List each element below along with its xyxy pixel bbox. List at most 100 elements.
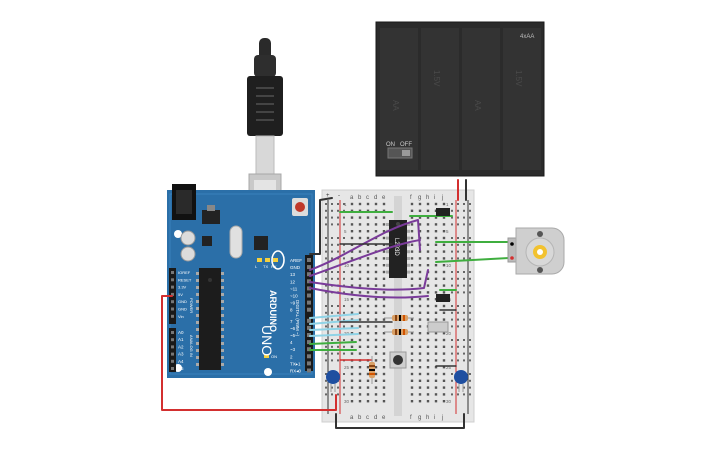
digital-pin-label: 7	[290, 319, 293, 324]
column-letter: g	[418, 415, 421, 421]
analog-pin-label: A3	[178, 352, 184, 357]
rail-sign-minus: -	[338, 193, 340, 199]
wire-cyan-6[interactable]	[309, 319, 359, 325]
column-letter: h	[426, 195, 429, 201]
digital-pin[interactable]	[307, 333, 311, 337]
arduino-uno-board[interactable]: L TX RX ON ARDUINO UNO AREFGND1312~11~10…	[167, 184, 315, 378]
digital-pin[interactable]	[307, 347, 311, 352]
led-rx	[273, 258, 278, 262]
cell-mark: 1.5V	[432, 70, 441, 87]
sensor-module[interactable]	[427, 321, 449, 333]
digital-pin-label: 2	[290, 354, 293, 359]
crystal	[229, 225, 243, 259]
digital-pin-label: 8	[290, 308, 293, 313]
wire-green-motor-2[interactable]	[435, 257, 511, 263]
analog-pin-label: A5	[178, 366, 184, 371]
resistor[interactable]	[369, 356, 375, 384]
battery-switch[interactable]	[387, 147, 413, 159]
column-letter: i	[434, 195, 435, 201]
breadboard-center-channel	[394, 196, 402, 416]
column-letter: i	[434, 415, 435, 421]
row-number: 15	[344, 297, 350, 302]
column-letter: e	[382, 415, 386, 421]
power-pin-label: RESET	[178, 277, 192, 282]
cell-mark: AA	[391, 100, 400, 111]
analog-header	[169, 328, 176, 372]
column-letter: b	[358, 195, 362, 201]
mounting-hole	[264, 368, 272, 376]
battery-pack[interactable]: AA 1.5V AA 1.5V 4xAA ON OFF	[375, 21, 545, 177]
wire-purple-13[interactable]	[309, 219, 421, 271]
capacitor[interactable]	[454, 370, 468, 392]
row-number: 5	[446, 229, 449, 234]
dc-motor[interactable]	[507, 227, 565, 275]
resistor[interactable]	[384, 315, 414, 321]
led-on	[264, 354, 269, 358]
digital-pin-label: RX◂0	[290, 369, 302, 374]
wire-green-3[interactable]	[309, 341, 357, 345]
column-letter: d	[374, 195, 377, 201]
wire-purple-10[interactable]	[309, 287, 429, 299]
diode[interactable]	[436, 294, 450, 302]
led-label-l: L	[255, 264, 258, 269]
digital-pin[interactable]	[307, 300, 311, 305]
diode[interactable]	[436, 208, 450, 216]
analog-pin-label: A2	[178, 344, 184, 349]
digital-pin[interactable]	[307, 325, 311, 330]
led-l	[257, 258, 262, 262]
column-letter: j	[441, 415, 443, 421]
mounting-hole	[174, 230, 182, 238]
digital-pin[interactable]	[307, 286, 311, 291]
digital-pin-label: ~5	[290, 333, 296, 338]
wire-cyan-4[interactable]	[309, 333, 359, 337]
wire-cyan-7[interactable]	[309, 313, 359, 319]
digital-pin[interactable]	[307, 272, 311, 277]
power-header-label: POWER	[189, 298, 194, 313]
power-pin-label: GND	[178, 307, 187, 312]
wire-black-bottom[interactable]	[335, 413, 465, 429]
digital-pin[interactable]	[307, 361, 311, 366]
digital-pin[interactable]	[307, 293, 311, 298]
digital-pin[interactable]	[307, 258, 311, 262]
column-letter: e	[382, 195, 386, 201]
column-letter: f	[410, 195, 412, 201]
atmega-chip	[199, 268, 221, 370]
led-label-tx: TX	[263, 264, 268, 269]
wire-red-5v[interactable]	[161, 295, 337, 411]
analog-header-label: ANALOG IN	[189, 335, 194, 357]
l293d-chip[interactable]: L293D	[386, 220, 410, 278]
digital-pin[interactable]	[307, 340, 311, 345]
digital-pin[interactable]	[307, 354, 311, 359]
wire-cyan-5[interactable]	[309, 327, 359, 331]
digital-pin-label: ~3	[290, 347, 296, 352]
resistor[interactable]	[384, 329, 414, 335]
digital-header-label: DIGITAL (PWM ~)	[295, 300, 300, 337]
column-letter: a	[350, 415, 354, 421]
arduino-brand: ARDUINO	[268, 290, 278, 332]
wire-purple-11[interactable]	[309, 269, 429, 291]
digital-pin[interactable]	[307, 265, 311, 270]
column-letter: c	[366, 195, 369, 201]
row-number: 5	[344, 229, 347, 234]
analog-pin-label: A0	[178, 330, 184, 335]
power-pin-label: 3.3V	[178, 285, 187, 290]
wire-black-gnd[interactable]	[309, 197, 333, 255]
digital-pin[interactable]	[307, 318, 311, 323]
row-number: 25	[344, 365, 350, 370]
digital-pin-label: 12	[290, 279, 296, 284]
row-number: 10	[446, 263, 452, 268]
column-letter: d	[374, 415, 377, 421]
pushbutton[interactable]	[389, 351, 407, 369]
digital-pin[interactable]	[307, 307, 311, 312]
led-label-on: ON	[271, 354, 277, 359]
chip-label: L293D	[393, 238, 399, 256]
capacitor[interactable]	[326, 370, 340, 392]
digital-pin[interactable]	[307, 368, 311, 373]
power-pin-label: 5V	[178, 292, 183, 297]
digital-pin-label: AREF	[290, 258, 302, 263]
digital-pin[interactable]	[307, 279, 311, 284]
wire-purple-12[interactable]	[309, 239, 421, 277]
analog-pin-label: A1	[178, 337, 184, 342]
